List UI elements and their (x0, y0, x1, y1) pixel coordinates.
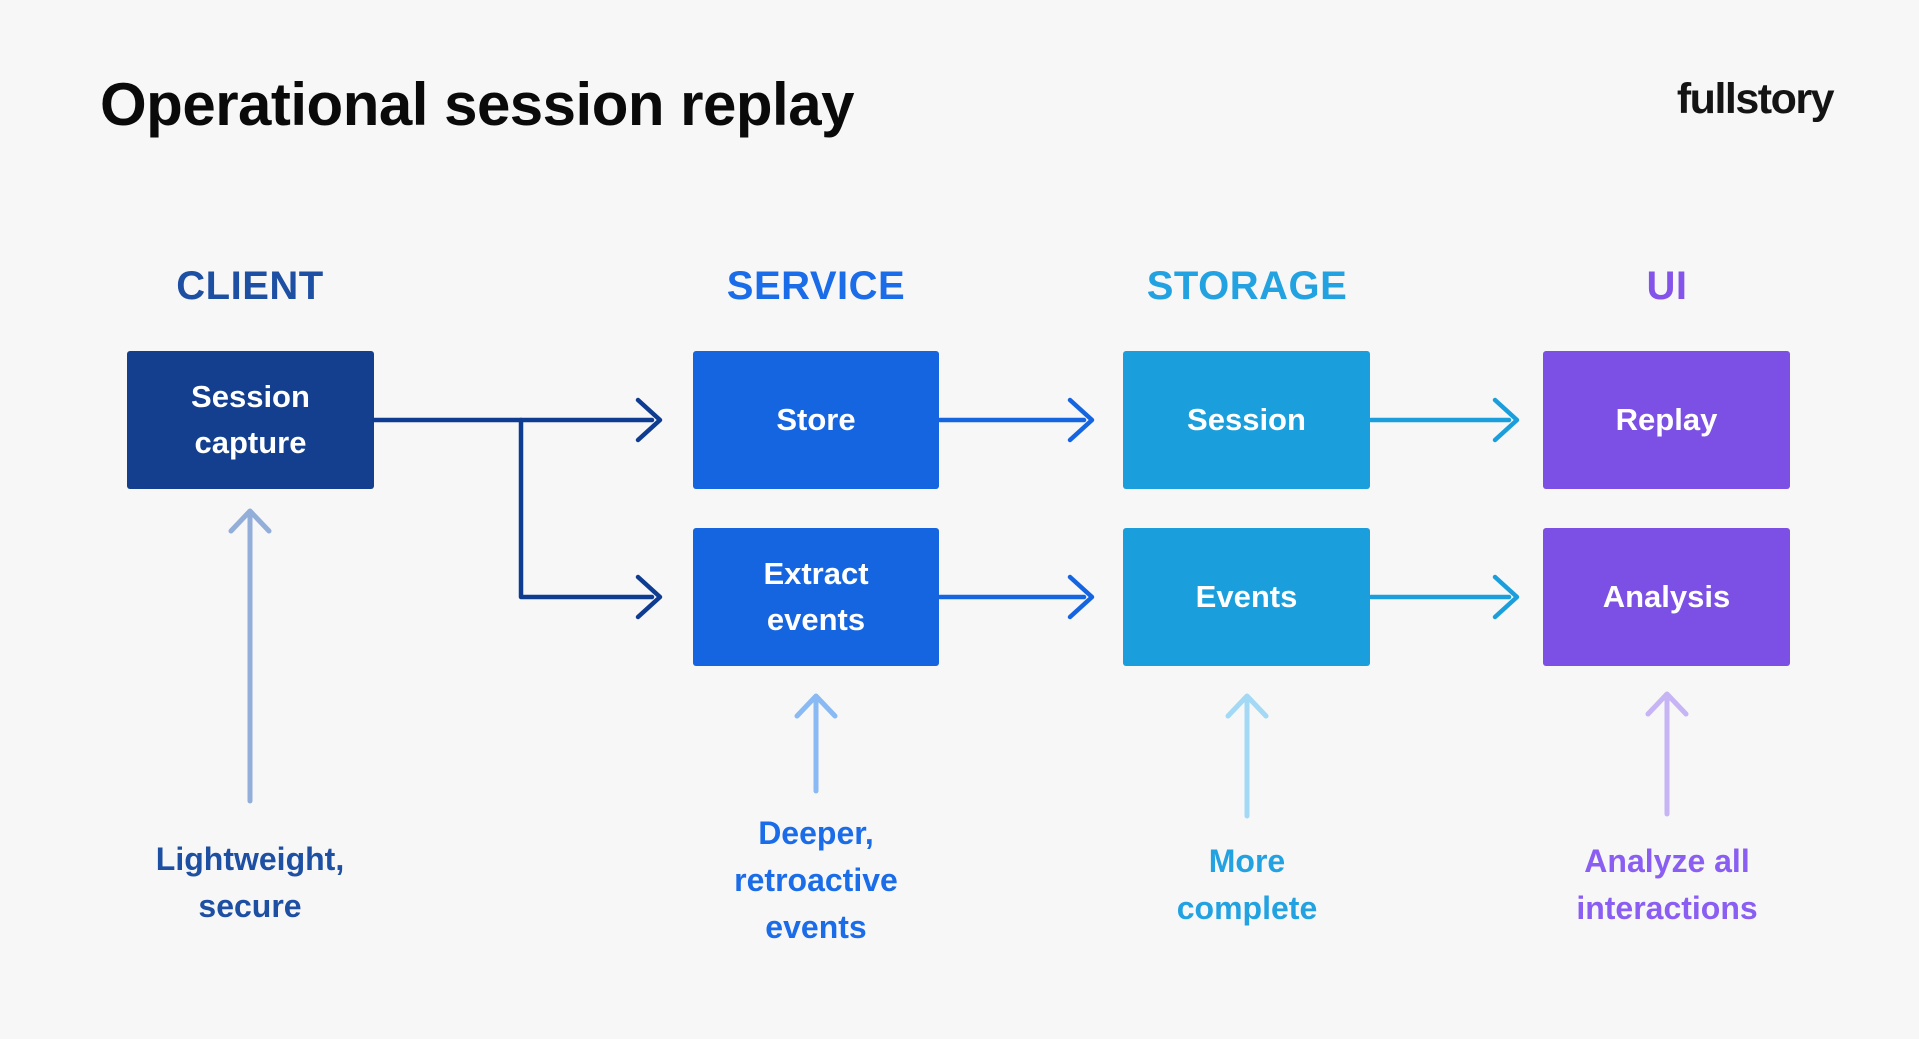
column-header-ui: UI (1646, 264, 1688, 308)
node-analysis: Analysis (1543, 528, 1790, 666)
arrow-up-more-complete (1225, 693, 1269, 819)
arrow-store-to-session (937, 397, 1095, 443)
arrow-up-lightweight-secure (228, 508, 272, 804)
node-replay: Replay (1543, 351, 1790, 489)
node-store: Store (693, 351, 939, 489)
page-title: Operational session replay (100, 71, 854, 138)
arrow-up-analyze-all-interactions (1645, 691, 1689, 817)
fullstory-logo: fullstory (1676, 75, 1835, 123)
node-session: Session (1123, 351, 1370, 489)
column-header-client: CLIENT (176, 264, 324, 308)
caption-storage: More complete (1176, 843, 1318, 926)
caption-client: Lightweight, secure (155, 841, 345, 924)
node-events: Events (1123, 528, 1370, 666)
node-session-capture: Session capture (127, 351, 374, 489)
caption-service: Deeper, retroactive events (734, 815, 898, 945)
column-header-storage: STORAGE (1146, 264, 1348, 308)
arrow-extract-events-to-events (937, 574, 1095, 620)
arrow-session-capture-to-extract-events (518, 417, 663, 620)
arrow-session-to-replay (1368, 397, 1520, 443)
arrow-session-capture-to-store (371, 397, 663, 443)
column-header-service: SERVICE (726, 264, 906, 308)
caption-ui: Analyze all interactions (1576, 843, 1758, 926)
arrow-events-to-analysis (1368, 574, 1520, 620)
node-extract-events: Extract events (693, 528, 939, 666)
arrow-up-deeper-retroactive-events (794, 693, 838, 794)
